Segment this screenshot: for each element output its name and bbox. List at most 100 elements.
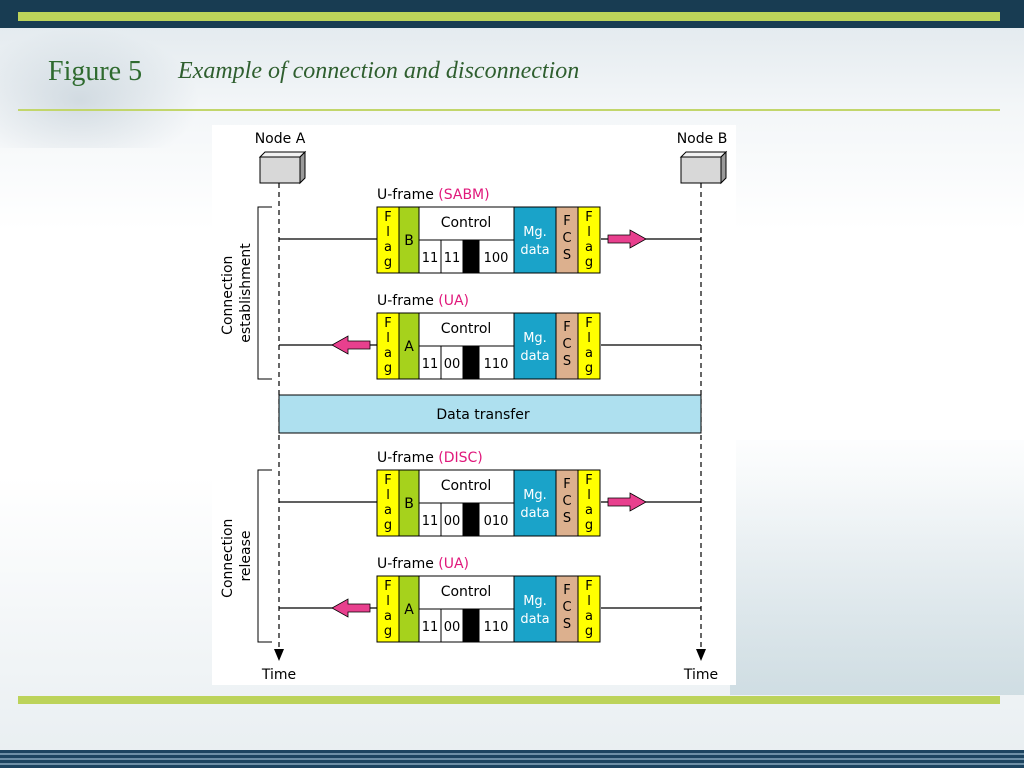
flag-letter: g (585, 518, 593, 533)
flag-letter: g (384, 624, 392, 639)
frame-caption: U-frame (DISC) (377, 450, 483, 466)
control-bits-2-label: 00 (444, 620, 461, 635)
flag-letter: l (386, 331, 390, 346)
direction-arrow (331, 598, 371, 618)
frame-type-label: (UA) (438, 293, 469, 309)
figure-title: Example of connection and disconnection (178, 58, 580, 84)
control-bits-2-label: 00 (444, 514, 461, 529)
frame-caption-prefix: U-frame (377, 556, 438, 572)
address-label: B (404, 233, 414, 249)
node-a-time-label: Time (261, 667, 296, 683)
diagram-panel: Node A Node B Time Time Connection estab… (212, 125, 736, 685)
establishment-bracket (257, 206, 272, 380)
flag-letter: g (585, 255, 593, 270)
flag-letter: a (585, 503, 593, 518)
mg-data-field (513, 575, 557, 643)
fcs-letter: S (563, 354, 571, 369)
flag-letter: a (384, 609, 392, 624)
bottom-decorative-band (0, 750, 1024, 768)
connection-diagram: Node A Node B Time Time Connection estab… (220, 131, 727, 683)
data-transfer-band (278, 394, 702, 434)
control-bits-2-label: 00 (444, 357, 461, 372)
direction-arrow (331, 335, 371, 355)
data-label: data (520, 506, 549, 521)
poll-final-bit (462, 608, 480, 643)
flag-letter: g (384, 518, 392, 533)
release-label: Connection release (220, 514, 254, 598)
flag-letter: F (585, 579, 592, 594)
flag-letter: a (585, 609, 593, 624)
flag-letter: l (587, 225, 591, 240)
control-bits-3-label: 110 (484, 357, 509, 372)
flag-field (577, 469, 601, 537)
flag-field (577, 206, 601, 274)
flag-letter: F (384, 316, 391, 331)
release-bracket (257, 469, 272, 643)
flag-letter: a (384, 503, 392, 518)
flag-letter: a (384, 346, 392, 361)
flag-letter: l (587, 488, 591, 503)
flag-letter: a (585, 346, 593, 361)
node-a-box (258, 150, 307, 185)
fcs-letter: F (563, 214, 570, 229)
flag-letter: F (384, 579, 391, 594)
flag-letter: g (384, 361, 392, 376)
direction-arrow (607, 492, 647, 512)
frame-caption: U-frame (UA) (377, 556, 469, 572)
fcs-letter: C (562, 231, 571, 246)
title-underline (18, 109, 1000, 111)
node-a-time-arrow (274, 649, 284, 661)
flag-letter: a (384, 240, 392, 255)
fcs-letter: S (563, 617, 571, 632)
fcs-letter: S (563, 248, 571, 263)
figure-number: Figure 5 (48, 56, 143, 87)
frame-caption-prefix: U-frame (377, 293, 438, 309)
address-label: A (404, 339, 414, 355)
control-label: Control (441, 321, 492, 337)
flag-letter: l (587, 594, 591, 609)
fcs-letter: C (562, 337, 571, 352)
flag-letter: l (386, 225, 390, 240)
control-bits-1-label: 11 (422, 251, 439, 266)
control-bits-3 (478, 608, 515, 643)
node-b-time-label: Time (683, 667, 718, 683)
fcs-letter: C (562, 494, 571, 509)
data-label: data (520, 612, 549, 627)
control-label: Control (441, 478, 492, 494)
data-label: data (520, 349, 549, 364)
flag-letter: F (585, 210, 592, 225)
frame-type-label: (SABM) (438, 187, 489, 203)
flag-letter: a (585, 240, 593, 255)
control-bits-1-label: 11 (422, 514, 439, 529)
control-bits-3 (478, 502, 515, 537)
poll-final-bit (462, 239, 480, 274)
flag-letter: F (384, 473, 391, 488)
frame-caption-prefix: U-frame (377, 450, 438, 466)
establishment-label: Connection establishment (220, 243, 254, 343)
address-label: B (404, 496, 414, 512)
frame-type-label: (DISC) (438, 450, 483, 466)
mg-data-field (513, 206, 557, 274)
flag-letter: F (585, 473, 592, 488)
flag-letter: g (585, 624, 593, 639)
fcs-letter: C (562, 600, 571, 615)
frame-type-label: (UA) (438, 556, 469, 572)
poll-final-bit (462, 345, 480, 380)
control-label: Control (441, 584, 492, 600)
mg-data-field (513, 312, 557, 380)
control-bits-3-label: 100 (484, 251, 509, 266)
fcs-letter: F (563, 583, 570, 598)
flag-letter: l (587, 331, 591, 346)
data-label: data (520, 243, 549, 258)
flag-letter: F (585, 316, 592, 331)
fcs-letter: S (563, 511, 571, 526)
control-bits-1-label: 11 (422, 620, 439, 635)
fcs-letter: F (563, 320, 570, 335)
poll-final-bit (462, 502, 480, 537)
address-label: A (404, 602, 414, 618)
flag-letter: g (585, 361, 593, 376)
mg-label: Mg. (523, 225, 547, 240)
